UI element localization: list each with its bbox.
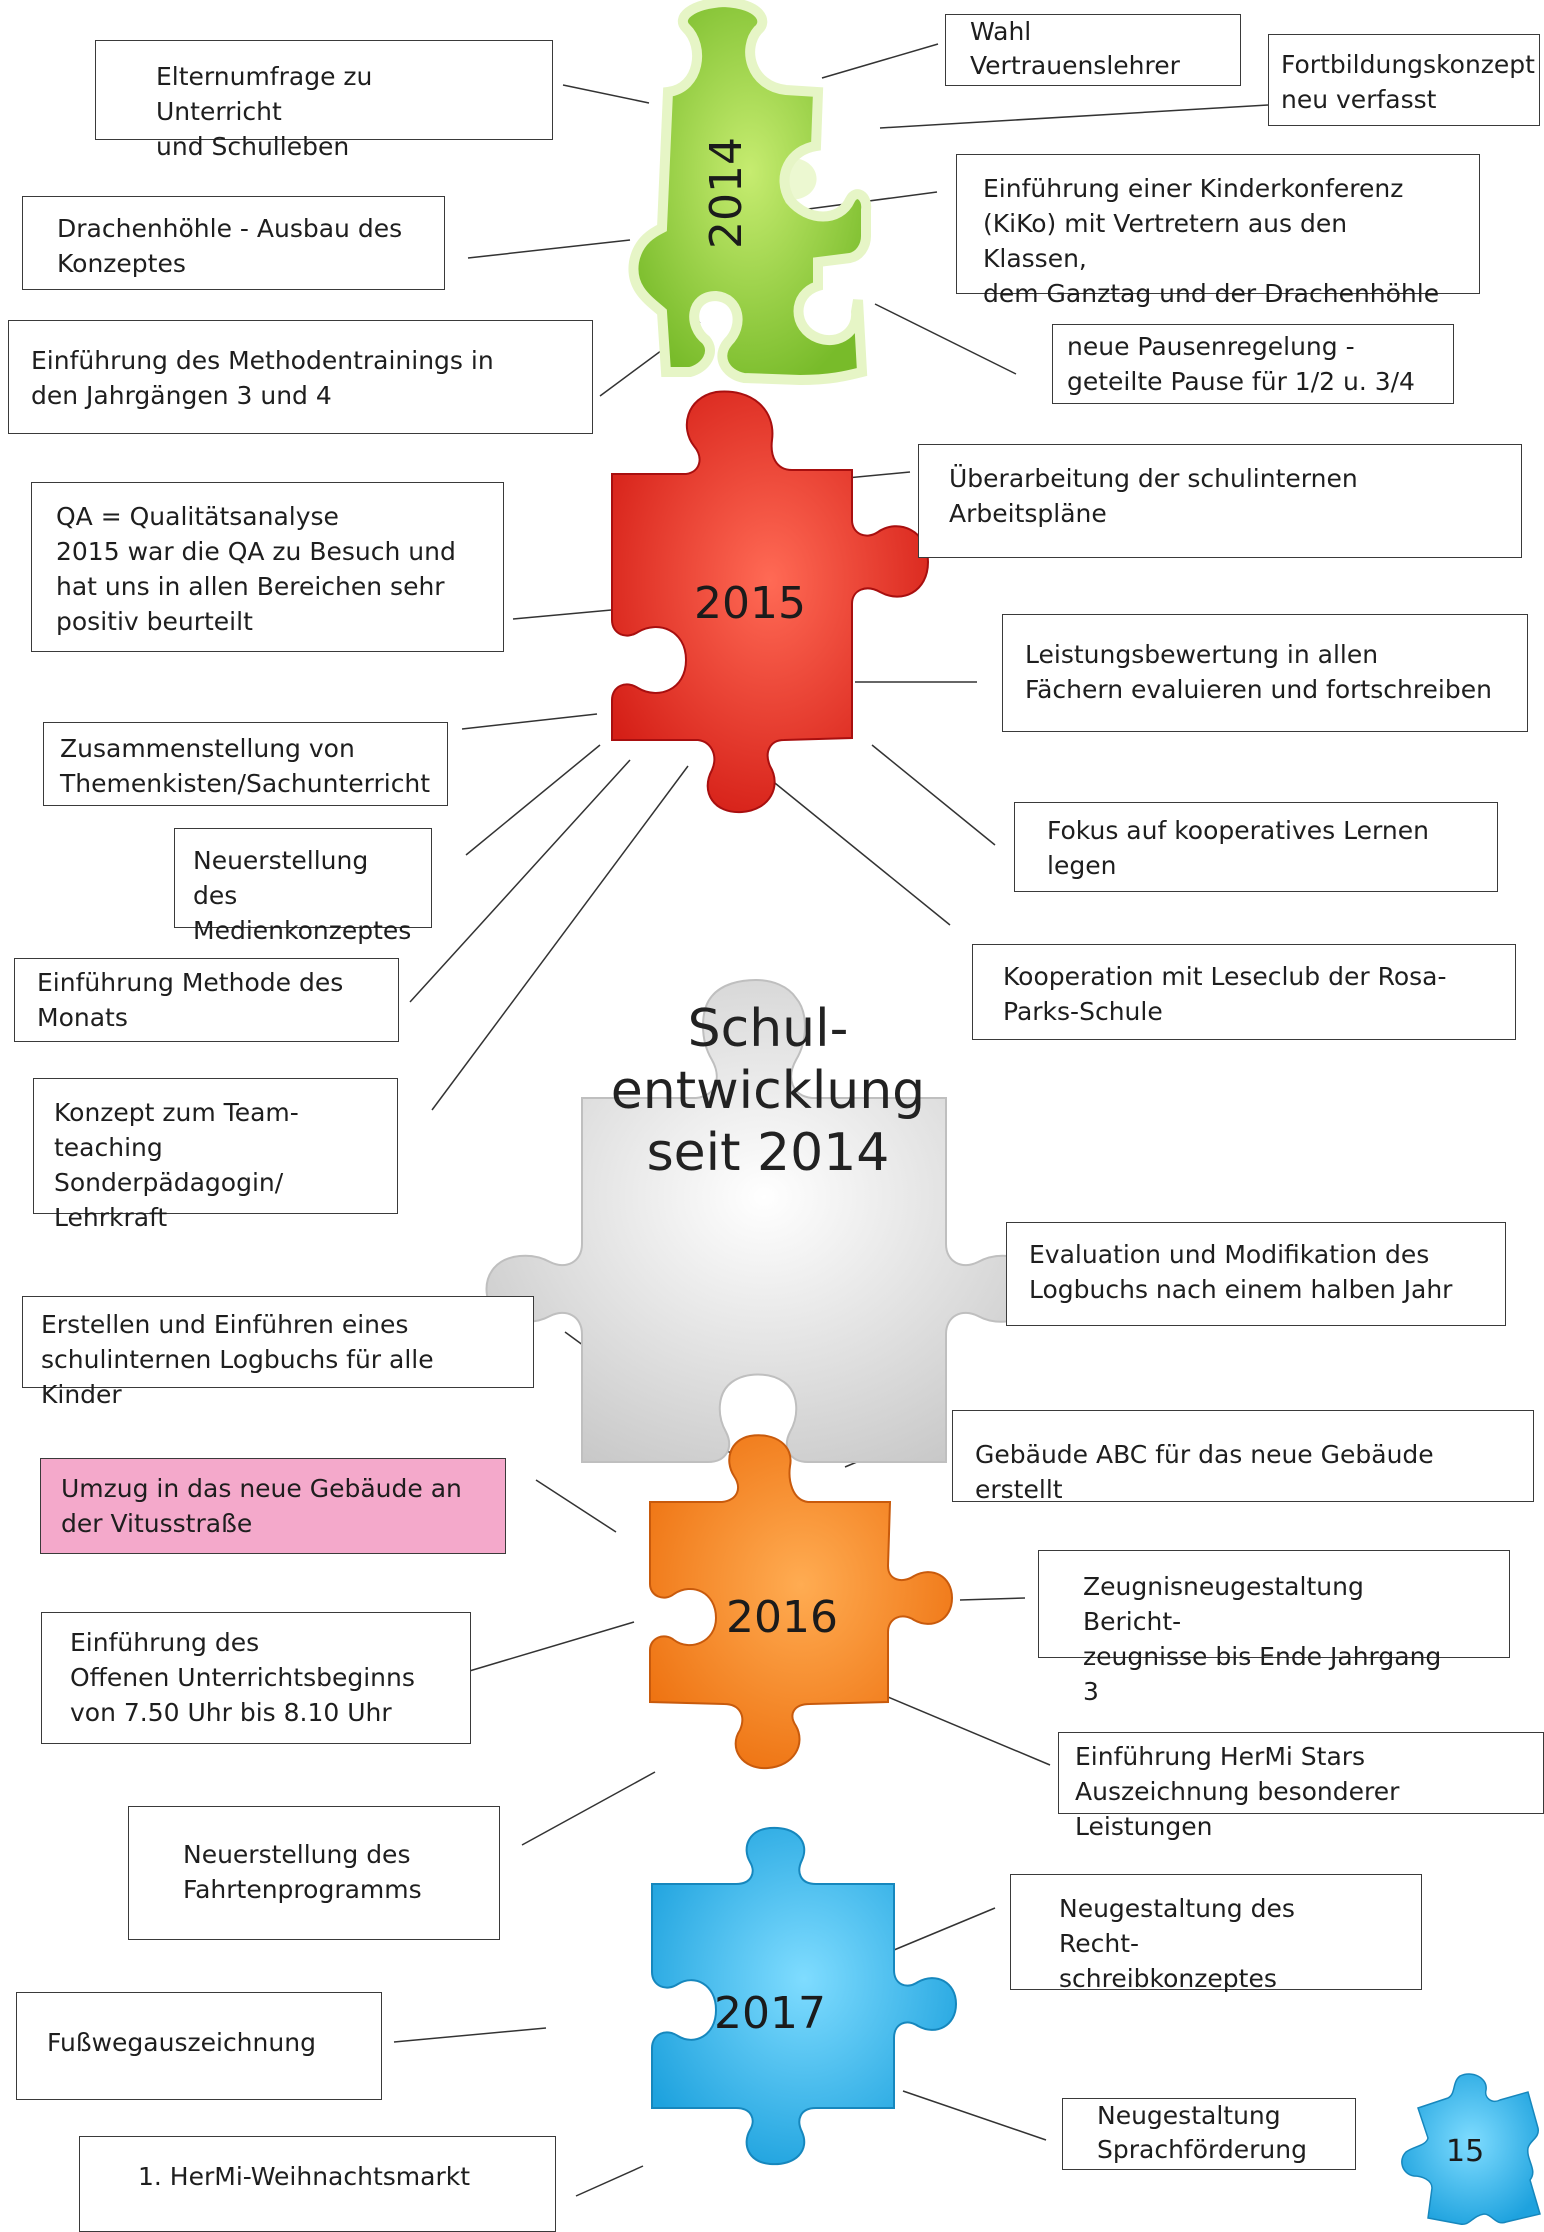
box-zeugnisneugestaltung: Zeugnisneugestaltung Bericht- zeugnisse … [1038, 1550, 1510, 1706]
center-title: Schul- entwicklung seit 2014 [610, 999, 926, 1183]
box-rechtschreibkonzept: Neugestaltung des Recht- schreibkonzepte… [1010, 1874, 1422, 1993]
box-teamteaching: Konzept zum Team- teaching Sonderpädagog… [33, 1078, 398, 1232]
box-elternumfrage: Elternumfrage zu Unterricht und Schulleb… [95, 40, 553, 161]
box-themenkisten: Zusammenstellung von Themenkisten/Sachun… [43, 722, 448, 806]
box-fahrtenprogramm: Neuerstellung des Fahrtenprogramms [128, 1806, 500, 1940]
year-label-2015: 2015 [694, 578, 806, 629]
box-offener-unterrichtsbeginn: Einführung des Offenen Unterrichtsbeginn… [41, 1612, 471, 1744]
box-drachenhoehle: Drachenhöhle - Ausbau des Konzeptes [22, 196, 445, 290]
box-hermi-stars: Einführung HerMi Stars Auszeichnung beso… [1058, 1732, 1544, 1841]
box-qualitaetsanalyse: QA = Qualitätsanalyse 2015 war die QA zu… [31, 482, 504, 652]
puzzle-2016-shape [649, 1434, 954, 1770]
box-logbuch: Erstellen und Einführen eines schulinter… [22, 1296, 534, 1409]
year-label-2014: 2014 [701, 137, 752, 249]
puzzle-2015-shape [611, 390, 930, 814]
box-methode-des-monats: Einführung Methode des Monats [14, 958, 399, 1042]
box-leistungsbewertung: Leistungsbewertung in allen Fächern eval… [1002, 614, 1528, 732]
box-wahl-vertrauenslehrer: Wahl Vertrauenslehrer [945, 14, 1241, 86]
box-kooperatives-lernen: Fokus auf kooperatives Lernen legen [1014, 802, 1498, 892]
box-pausenregelung: neue Pausenregelung - geteilte Pause für… [1052, 324, 1454, 404]
page-corner-puzzle-icon [1401, 2073, 1541, 2225]
box-fusswegauszeichnung: Fußwegauszeichnung [16, 1992, 382, 2100]
box-arbeitsplaene: Überarbeitung der schulinternen Arbeitsp… [918, 444, 1522, 558]
box-evaluation-logbuch: Evaluation und Modifikation des Logbuchs… [1006, 1222, 1506, 1326]
box-sprachfoerderung: Neugestaltung Sprachförderung [1062, 2098, 1356, 2170]
box-methodentraining: Einführung des Methodentrainings in den … [8, 320, 593, 434]
box-weihnachtsmarkt: 1. HerMi-Weihnachtsmarkt [79, 2136, 556, 2232]
box-gebaeude-abc: Gebäude ABC für das neue Gebäude erstell… [952, 1410, 1534, 1504]
box-fortbildungskonzept: Fortbildungskonzept neu verfasst [1268, 34, 1540, 126]
box-kinderkonferenz: Einführung einer Kinderkonferenz (KiKo) … [956, 154, 1480, 308]
box-leseclub: Kooperation mit Leseclub der Rosa- Parks… [972, 944, 1516, 1040]
year-label-2017: 2017 [714, 1988, 826, 2039]
page-number: 15 [1446, 2134, 1485, 2169]
puzzle-2017-shape [651, 1826, 958, 2166]
box-umzug: Umzug in das neue Gebäude an der Vitusst… [40, 1458, 506, 1554]
box-medienkonzept: Neuerstellung des Medienkonzeptes [174, 828, 432, 945]
puzzle-2014-shape [628, 0, 872, 386]
year-label-2016: 2016 [726, 1592, 838, 1643]
